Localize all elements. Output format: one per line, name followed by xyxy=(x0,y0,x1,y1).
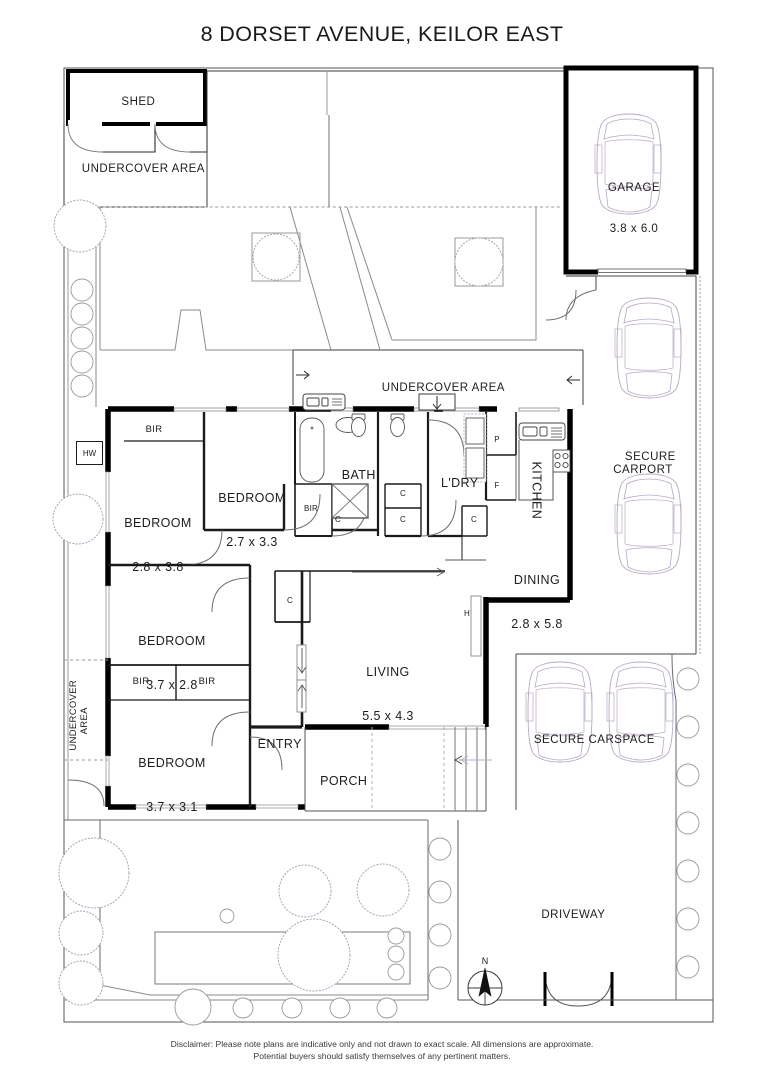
bottom-wall-windows xyxy=(135,724,486,810)
bottom-garden xyxy=(64,700,713,1001)
disclaimer: Disclaimer: Please note plans are indica… xyxy=(0,1038,764,1063)
shed-structure xyxy=(66,69,208,153)
disclaimer-line-1: Disclaimer: Please note plans are indica… xyxy=(170,1039,594,1049)
page-title: 8 DORSET AVENUE, KEILOR EAST xyxy=(200,22,564,46)
garage-structure xyxy=(563,65,699,276)
yard-lines xyxy=(64,70,566,208)
secure-carport-area xyxy=(565,275,697,655)
disclaimer-line-2: Potential buyers should satisfy themselv… xyxy=(253,1051,511,1062)
shrub-plantings xyxy=(70,278,700,1026)
kitchen-fixtures xyxy=(518,422,571,501)
left-wall-windows xyxy=(104,471,111,787)
laundry-fixtures xyxy=(463,413,487,483)
hw-unit: HW xyxy=(76,441,103,465)
trees xyxy=(52,199,504,1006)
secure-carspace-area xyxy=(515,653,677,810)
undercover-mid-area xyxy=(292,349,584,411)
flow-arrows xyxy=(296,567,492,765)
carspace-cars xyxy=(525,661,674,763)
compass-rose: N xyxy=(467,956,503,1006)
house-outer-walls xyxy=(105,406,573,810)
bathroom-fixtures xyxy=(299,413,405,519)
fixture-label-hw: HW xyxy=(82,448,97,458)
porch-area xyxy=(304,727,487,812)
site-boundary xyxy=(63,67,714,1023)
svg-text:N: N xyxy=(482,956,489,966)
carport-cars xyxy=(614,297,682,575)
door-swings xyxy=(67,289,614,1007)
